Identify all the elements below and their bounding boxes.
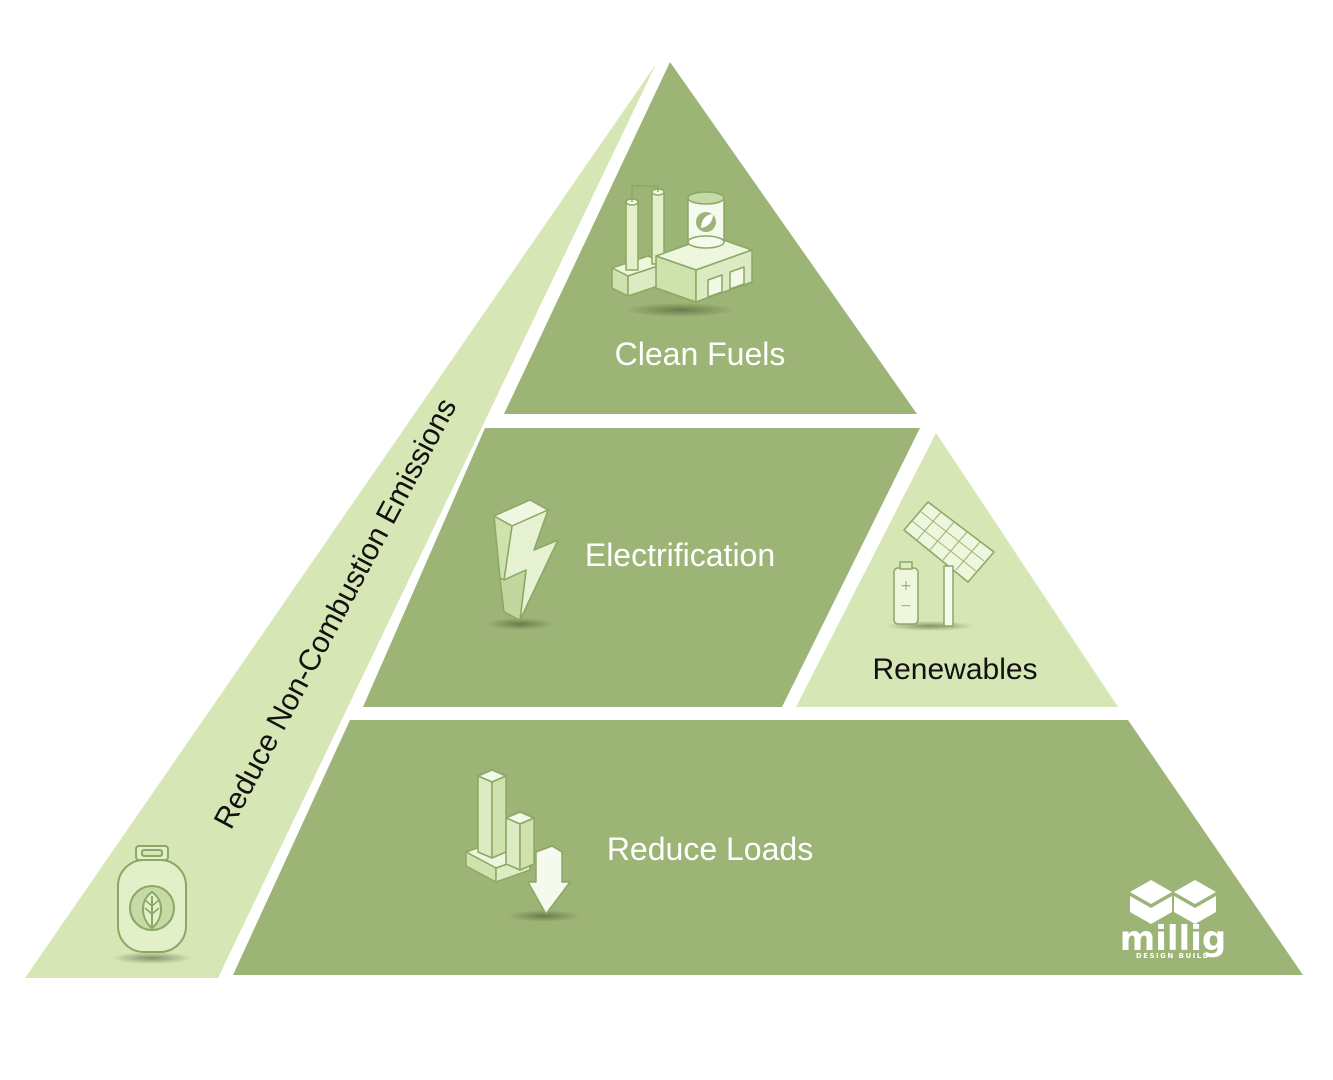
svg-text:+: + bbox=[900, 578, 912, 594]
label-clean-fuels: Clean Fuels bbox=[615, 336, 786, 372]
label-reduce-loads: Reduce Loads bbox=[607, 831, 813, 867]
millig-logo-mark bbox=[1130, 880, 1216, 924]
millig-logo: millig DESIGN BUILD bbox=[1120, 880, 1226, 960]
lightning-bolt-icon bbox=[486, 499, 559, 630]
tier-middle-electrification bbox=[363, 428, 920, 707]
solar-panel-battery-icon: + − bbox=[886, 501, 995, 631]
edge-strip-reduce-non-combustion bbox=[25, 64, 656, 978]
label-renewables: Renewables bbox=[872, 653, 1037, 686]
factory-icon bbox=[611, 185, 753, 317]
svg-text:−: − bbox=[900, 598, 912, 614]
gas-tank-leaf-icon bbox=[112, 845, 192, 964]
bar-chart-decrease-icon bbox=[465, 769, 580, 922]
logo-tagline: DESIGN BUILD bbox=[1136, 952, 1210, 960]
logo-wordmark: millig bbox=[1120, 919, 1226, 959]
label-electrification: Electrification bbox=[585, 537, 775, 573]
